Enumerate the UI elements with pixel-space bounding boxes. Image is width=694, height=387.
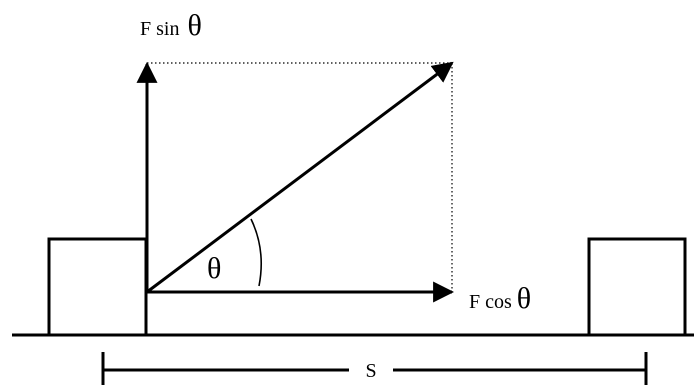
- f-sin-theta-symbol: θ: [187, 9, 201, 42]
- force-arrow: [146, 61, 454, 294]
- block-final: [587, 237, 687, 337]
- angle-theta-label: θ: [207, 252, 221, 285]
- f-sin-theta-label: F sin θ: [140, 9, 202, 42]
- angle-arc: [250, 218, 263, 287]
- f-cos-theta-label: F cos θ: [469, 282, 531, 315]
- distance-label: S: [365, 360, 376, 382]
- f-cos-text: F cos: [469, 291, 512, 313]
- f-sin-text: F sin: [140, 18, 179, 40]
- block-initial: [47, 237, 148, 337]
- f-cos-theta-symbol: θ: [517, 282, 531, 315]
